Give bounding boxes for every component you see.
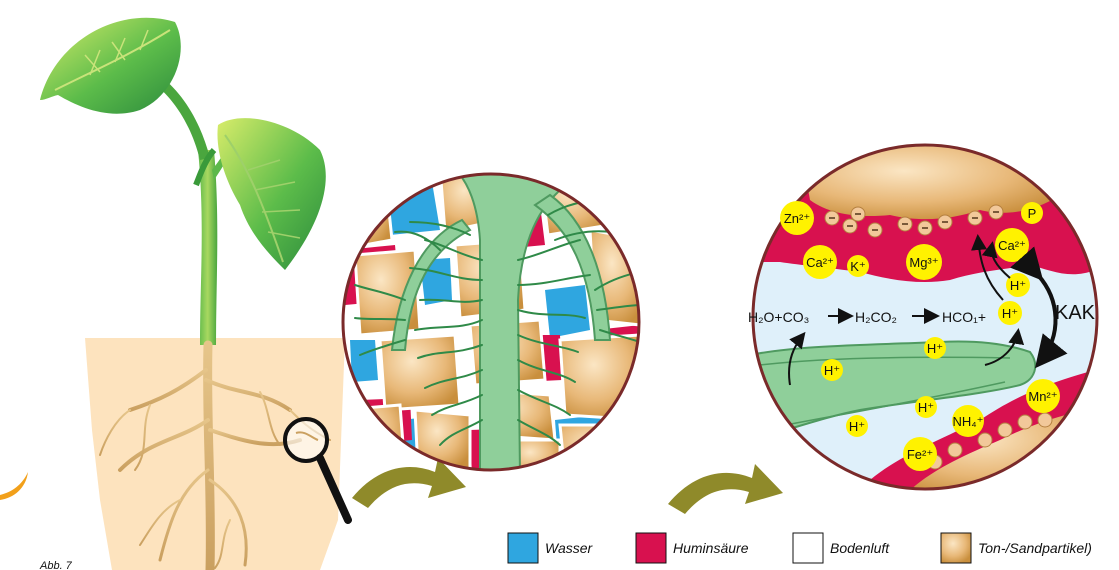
ion-mg: Mg³⁺	[909, 255, 938, 270]
legend-label-ton-sand: Ton-/Sandpartikel)	[978, 540, 1092, 556]
ion-fe: Fe²⁺	[907, 447, 933, 462]
ion-ca-left: Ca²⁺	[806, 255, 834, 270]
ion-h-root1: H⁺	[927, 341, 943, 356]
figure-caption: Abb. 7	[39, 560, 73, 570]
ion-ca-right: Ca²⁺	[998, 238, 1026, 253]
legend-swatch-bodenluft	[793, 533, 823, 563]
plant-illustration	[0, 18, 348, 570]
right-leaf	[217, 118, 325, 270]
legend-label-bodenluft: Bodenluft	[830, 540, 890, 556]
ion-h-root3: H⁺	[918, 400, 934, 415]
orange-arc-fragment	[0, 472, 28, 500]
soil-zoom-circle	[340, 165, 645, 475]
ion-nh4: NH₄⁺	[953, 414, 984, 429]
ion-zn: Zn²⁺	[784, 211, 810, 226]
equation-hco1: HCO₁+	[942, 309, 986, 325]
ion-exchange-circle: Zn²⁺ Ca²⁺ K⁺ Mg³⁺ P Ca²⁺ H⁺ H⁺ H⁺ H⁺ H⁺ …	[748, 140, 1100, 495]
ion-h-mid: H⁺	[1002, 306, 1018, 321]
ion-p: P	[1028, 206, 1037, 221]
legend-swatch-ton-sand	[941, 533, 971, 563]
arrow-to-right	[668, 464, 783, 514]
equation-h2co2: H₂CO₂	[855, 309, 897, 325]
legend-swatch-huminsaeure	[636, 533, 666, 563]
top-leaf	[40, 18, 181, 114]
legend: Wasser Huminsäure Bodenluft Ton-/Sandpar…	[508, 533, 1092, 563]
legend-label-wasser: Wasser	[545, 540, 594, 556]
kak-label: KAK	[1055, 302, 1096, 324]
ion-h-top: H⁺	[1010, 278, 1026, 293]
ion-h-root4: H⁺	[849, 419, 865, 434]
ion-k: K⁺	[850, 259, 866, 274]
legend-swatch-wasser	[508, 533, 538, 563]
equation-h2o-co3: H₂O+CO₃	[748, 309, 809, 325]
arrow-to-middle	[352, 458, 466, 508]
ion-h-root2: H⁺	[824, 363, 840, 378]
ion-mn: Mn²⁺	[1028, 389, 1057, 404]
legend-label-huminsaeure: Huminsäure	[673, 540, 749, 556]
